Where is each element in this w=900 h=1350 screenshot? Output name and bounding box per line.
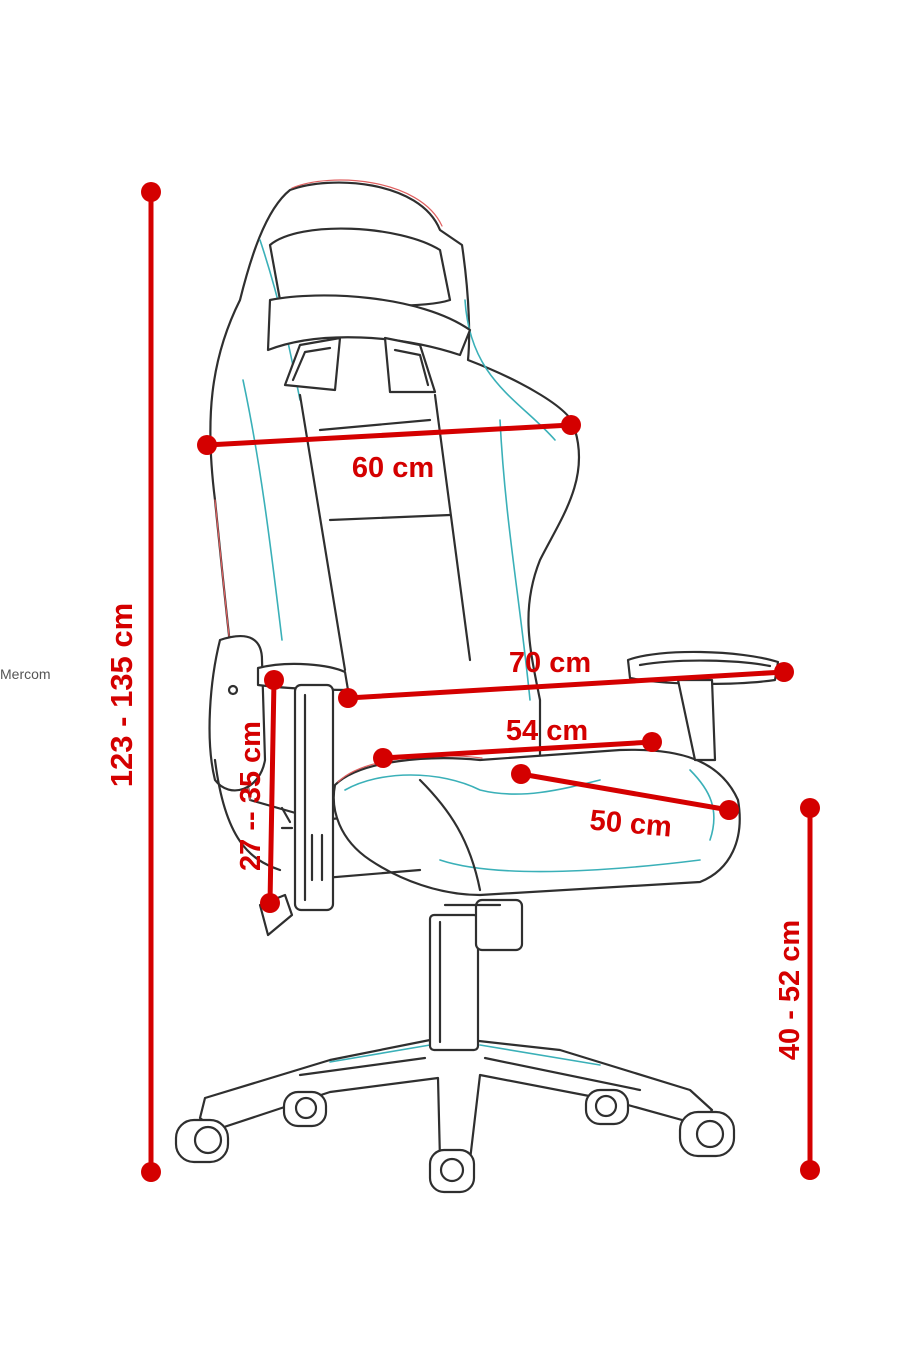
dimension-backrest-width: 60 cm (197, 415, 581, 484)
seat-height-label: 40 - 52 cm (774, 920, 806, 1060)
backrest-width-label: 60 cm (352, 452, 434, 484)
endpoint-marker (141, 1162, 161, 1182)
endpoint-marker (373, 748, 393, 768)
dimension-seat-depth: 50 cm (511, 764, 739, 844)
chair-wheels (174, 1088, 736, 1194)
chair-backrest (208, 179, 581, 872)
endpoint-marker (511, 764, 531, 784)
endpoint-marker (141, 182, 161, 202)
endpoint-marker (800, 1160, 820, 1180)
chair-gas-lift (428, 898, 524, 1052)
total-height-label: 123 - 135 cm (104, 603, 139, 787)
chair-base (198, 1038, 714, 1162)
endpoint-marker (561, 415, 581, 435)
dimension-total-height: 123 - 135 cm (104, 182, 161, 1182)
armrest-height-label: 27 -- 35 cm (235, 721, 267, 871)
endpoint-marker (260, 893, 280, 913)
endpoint-marker (642, 732, 662, 752)
endpoint-marker (264, 670, 284, 690)
dimension-seat-height: 40 - 52 cm (774, 798, 820, 1180)
seat-depth-label: 50 cm (588, 805, 673, 844)
armrest-span-label: 70 cm (509, 647, 591, 679)
dimension-overlay: 123 - 135 cm 60 cm 70 cm 54 cm (104, 182, 820, 1182)
endpoint-marker (774, 662, 794, 682)
endpoint-marker (197, 435, 217, 455)
dimension-armrest-height: 27 -- 35 cm (235, 670, 284, 913)
watermark-text: Mercom (0, 666, 51, 682)
endpoint-marker (338, 688, 358, 708)
endpoint-marker (719, 800, 739, 820)
dimension-armrest-span: 70 cm (338, 647, 794, 708)
seat-width-label: 54 cm (506, 715, 588, 747)
chair-illustration (174, 179, 780, 1194)
dimension-seat-width: 54 cm (373, 715, 662, 768)
endpoint-marker (800, 798, 820, 818)
